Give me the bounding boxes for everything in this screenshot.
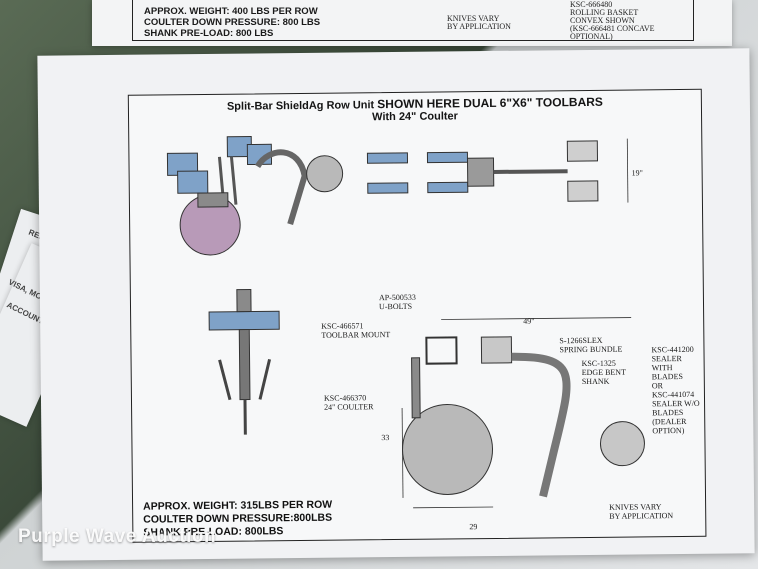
top-spec-line-2: COULTER DOWN PRESSURE: 800 LBS xyxy=(144,17,321,28)
isometric-unit-drawing xyxy=(166,136,344,256)
front-toolbar xyxy=(208,310,280,331)
label-sealer-line-1: KSC-441200 xyxy=(651,344,694,355)
label-spring-bundle: S-1266SLEX SPRING BUNDLE xyxy=(559,336,623,355)
diagram-frame: Split-Bar ShieldAg Row Unit SHOWN HERE D… xyxy=(127,88,707,543)
shank-iso xyxy=(254,149,308,225)
label-toolbar-mount: KSC-466571 TOOLBAR MOUNT xyxy=(321,321,391,340)
label-toolbar-mount-name: TOOLBAR MOUNT xyxy=(321,330,391,340)
plan-bar-4 xyxy=(427,181,469,194)
dim-29: 29 xyxy=(469,522,478,532)
dim-49: 49" xyxy=(523,316,535,326)
front-spring xyxy=(236,289,252,313)
label-knives: KNIVES VARY BY APPLICATION xyxy=(609,502,673,521)
spring-bundle-side xyxy=(480,336,513,364)
front-view-drawing xyxy=(208,289,280,435)
label-sealer-line-10: OPTION) xyxy=(652,425,685,436)
label-sealer: KSC-441200 SEALER WITH BLADES OR KSC-441… xyxy=(651,345,700,435)
sealer-gear-iso xyxy=(306,155,344,193)
label-edge-bent-shank: KSC-1325 EDGE BENT SHANK xyxy=(582,359,626,386)
watermark: Purple Wave Auction xyxy=(18,526,217,547)
front-knives xyxy=(218,358,272,435)
coulter-arm xyxy=(411,357,421,419)
spec-coulter-pressure: COULTER DOWN PRESSURE:800LBS xyxy=(143,511,333,526)
top-basket-line-1: KSC-666480 xyxy=(570,0,613,9)
label-sealer-line-4: BLADES xyxy=(651,371,683,382)
plan-mount xyxy=(466,157,495,187)
label-ubolts: AP-500533 U-BOLTS xyxy=(379,293,416,311)
label-spring-name: SPRING BUNDLE xyxy=(559,344,623,355)
dim-33: 33 xyxy=(381,433,390,443)
label-knives-line-2: BY APPLICATION xyxy=(609,511,674,521)
label-ubolts-name: U-BOLTS xyxy=(378,301,413,312)
plan-bar-2 xyxy=(367,182,409,194)
dim-29-line xyxy=(413,506,494,509)
top-basket-line-5: OPTIONAL) xyxy=(570,32,613,41)
top-knives-line-2: BY APPLICATION xyxy=(447,22,511,31)
plan-bar-3 xyxy=(426,151,469,164)
top-spec-line-1: APPROX. WEIGHT: 400 LBS PER ROW xyxy=(144,6,318,17)
label-shank-name-1: EDGE BENT xyxy=(581,367,626,378)
plan-shank xyxy=(493,169,568,174)
label-coulter: KSC-466370 24" COULTER xyxy=(324,393,374,412)
spring-iso xyxy=(197,192,229,208)
label-sealer-line-3: WITH xyxy=(651,363,673,373)
front-shank xyxy=(238,329,251,401)
top-spec-sheet: APPROX. WEIGHT: 400 LBS PER ROW COULTER … xyxy=(92,0,732,46)
plan-bar-1 xyxy=(366,152,409,164)
label-sealer-line-2: SEALER xyxy=(651,354,682,364)
label-ubolts-part: AP-500533 xyxy=(378,292,416,303)
edge-bent-shank-side xyxy=(511,352,571,498)
plan-view-drawing xyxy=(366,138,629,203)
toolbar-mount-side xyxy=(425,336,458,365)
label-shank-part: KSC-1325 xyxy=(581,358,616,369)
plan-sealer-1 xyxy=(566,140,599,162)
top-basket-line-2: ROLLING BASKET xyxy=(570,8,639,17)
toolbar-block-iso-2 xyxy=(177,170,209,194)
brochure-paper: Split-Bar ShieldAg Row Unit SHOWN HERE D… xyxy=(37,48,755,561)
top-box xyxy=(132,0,694,41)
plan-dim-line xyxy=(626,138,629,203)
dim-19: 19" xyxy=(631,168,643,178)
top-basket-line-3: CONVEX SHOWN xyxy=(570,16,635,25)
top-spec-line-3: SHANK PRE-LOAD: 800 LBS xyxy=(144,28,274,39)
label-coulter-name: 24" COULTER xyxy=(324,402,374,412)
plan-sealer-2 xyxy=(567,180,599,202)
dim-33-line xyxy=(401,407,404,498)
side-view-drawing xyxy=(401,317,645,509)
dim-49-line xyxy=(441,317,632,320)
label-sealer-line-7: SEALER W/O xyxy=(652,398,700,409)
sealer-wheel-side xyxy=(599,421,645,467)
label-shank-name-2: SHANK xyxy=(581,376,610,387)
top-basket-line-4: (KSC-666481 CONCAVE xyxy=(570,24,655,33)
top-knives-line-1: KNIVES VARY xyxy=(447,14,500,23)
